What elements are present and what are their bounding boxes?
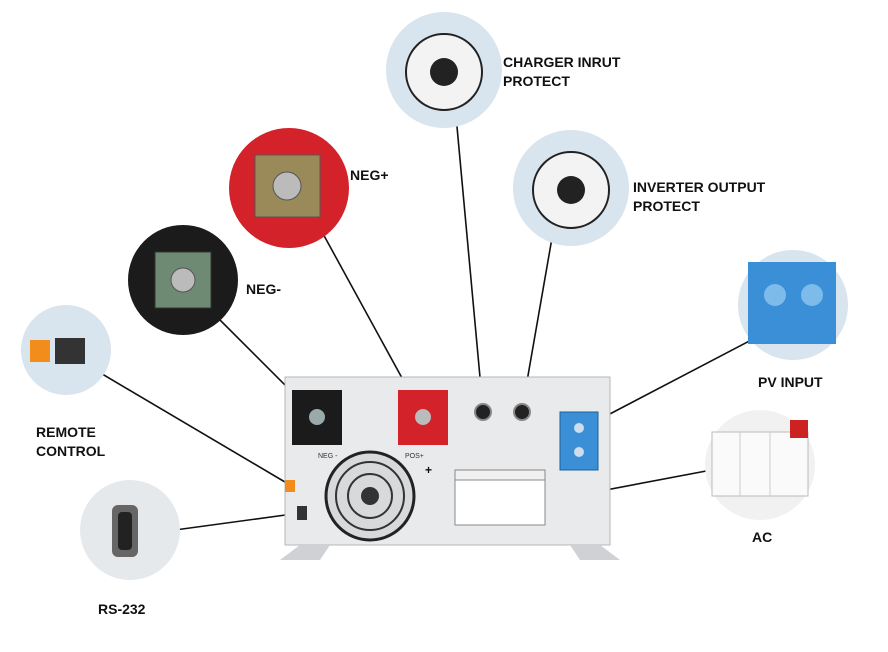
ac-callout [705,410,815,520]
leader-lines [91,104,781,531]
fan-grill-ring [347,473,393,519]
neg-minus-callout [128,225,238,335]
bolt-icon [272,171,302,201]
pos-bolt [415,409,431,425]
rs232-leader [174,512,301,531]
breaker-button-icon [557,176,585,204]
rs232-label: RS-232 [98,601,146,617]
labels: CHARGER INRUT PROTECT INVERTER OUTPUT PR… [36,54,823,617]
inverter-breaker-callout [513,130,629,246]
plus-sign: + [425,463,432,477]
pv-connector [748,262,836,344]
pos-terminal-label: POS+ [405,453,424,460]
neg-plus-callout [229,128,349,248]
rj45-port-icon [55,338,85,364]
charger-input-protect-label-line2: PROTECT [503,73,570,89]
callouts [21,12,848,580]
inverter-output-protect-label: INVERTER OUTPUT [633,179,766,195]
charger-leader [454,104,484,411]
charger-breaker-callout [386,12,502,128]
screw-icon [801,284,823,306]
db9-inner [118,512,132,550]
remote-control-label: REMOTE [36,424,96,440]
remote-leader [91,367,291,486]
fan-hub [361,487,379,505]
ac-label-strip [454,469,546,481]
pv-input-callout [738,250,848,360]
pv-screw [574,447,584,457]
ac-connector [711,431,809,497]
pv-input-label: PV INPUT [758,374,823,390]
ac-label: AC [752,529,772,545]
left-foot [280,545,330,560]
neg-bolt [309,409,325,425]
inverter-output-protect-label-line2: PROTECT [633,198,700,214]
terminal-plate [254,154,321,218]
inverter-unit: NEG - POS+ + [280,376,620,560]
bolt-icon [170,267,196,293]
right-foot [570,545,620,560]
remote-port [285,480,295,492]
neg-terminal-label: NEG - [318,453,338,460]
orange-connector [30,340,50,362]
neg-plus-label: NEG+ [350,167,389,183]
pv-screw [574,423,584,433]
charger-breaker [474,403,492,421]
remote-control-label-line2: CONTROL [36,443,106,459]
rs232-port [297,506,307,520]
pv-leader [582,324,781,429]
screw-icon [764,284,786,306]
neg-minus-label: NEG- [246,281,281,297]
breaker-button-icon [430,58,458,86]
red-edge [790,420,808,438]
remote-control-callout [21,305,111,395]
pv-terminal [559,411,599,471]
rs232-callout [80,480,180,580]
charger-input-protect-label: CHARGER INRUT [503,54,621,70]
inverter-breaker [513,403,531,421]
fan-grill-ring [335,461,405,531]
